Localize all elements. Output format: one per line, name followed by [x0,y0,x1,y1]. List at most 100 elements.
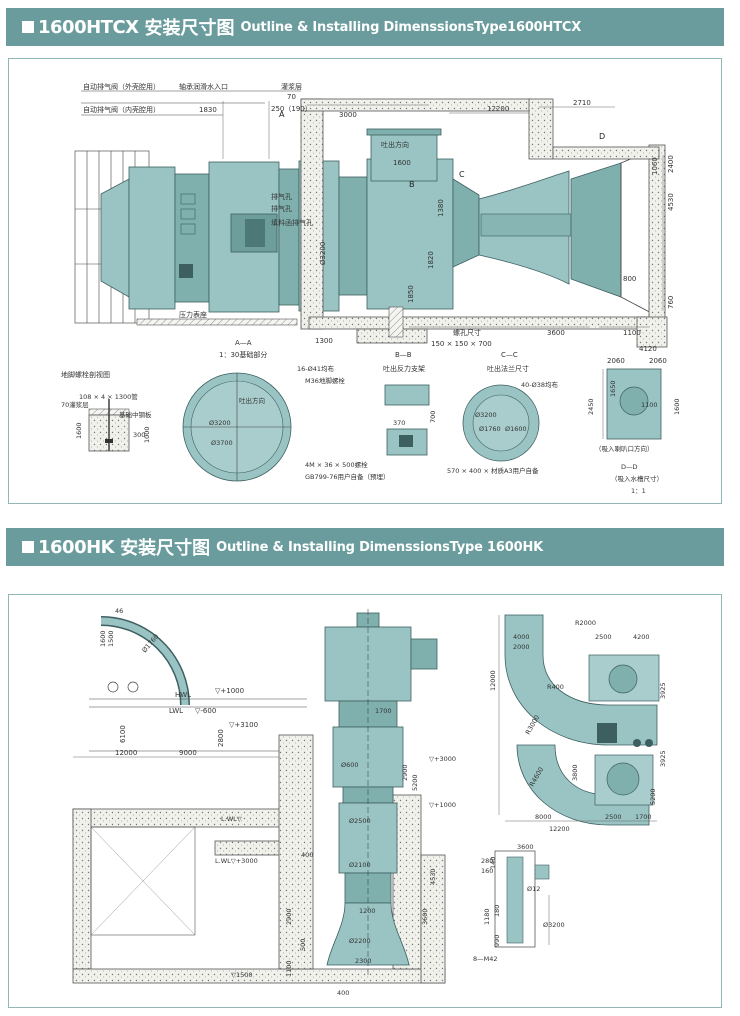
dim-2800: 2800 [217,729,225,747]
dim-r3000: R3000 [524,714,541,736]
flange-detail [494,850,550,948]
label-pipe: 108 × 4 × 1300管 [79,392,138,401]
dim-400b: 400 [337,989,349,997]
label-bolts4: 4M × 36 × 500螺栓 [305,460,368,469]
section-cc-view [462,384,540,462]
section-aa-title: A—A [235,339,252,347]
hk-drawing: 46 1600 1500 Ø1760 HWL LWL ▽-600 ▽+1000 … [72,607,667,997]
label-vent1: 排气孔 [271,192,292,201]
dim-1700: 1700 [375,707,392,715]
dim-70: 70 [287,93,296,101]
square-bullet-icon [22,21,34,33]
motor [100,161,300,313]
label-outlet-dir2: 吐出方向 [239,396,265,405]
label-inlet-dir: （吸入喇叭口方向） [595,444,654,453]
dim-12000v: 12000 [489,670,497,691]
label-ratio: 1：1 [631,487,646,495]
dim-2060a: 2060 [607,357,625,365]
dim-9000: 9000 [179,749,197,757]
dim-6100: 6100 [119,725,127,743]
label-seal-vent: 填料函排气孔 [271,218,313,227]
arc-detail [100,616,190,706]
dim-2500: Ø2500 [349,817,371,825]
dim-3925b: 3925 [659,750,667,767]
label-exhaust-outer: 自动排气阀（外壳腔用） [83,82,160,91]
dim-12200: 12200 [487,105,509,113]
foundation [136,98,668,348]
dim-1100: 1100 [285,960,293,977]
dim-3800: 3800 [571,764,579,781]
dim-1000: 1000 [143,426,151,443]
label-lube-inlet: 轴承润滑水入口 [179,82,228,91]
vertical-pump [324,609,438,975]
section1-drawing-panel: 自动排气阀（外壳腔用） 轴承润滑水入口 自动排气阀（内壳腔用） 1830 灌浆层… [8,58,722,504]
dim-1760: Ø1760 [479,425,501,433]
dim-4530: 4530 [667,193,675,211]
dim-2200: Ø2200 [349,937,371,945]
label-bolt-hole: 螺孔尺寸 [453,328,481,337]
label-gb799: GB799-76用户自备（预埋） [305,472,390,481]
dim-140: 140 [489,857,497,869]
dim-12000: 12000 [115,749,137,757]
dim-3200b: Ø3200 [209,419,231,427]
label-base-plate: 基础中钢板 [119,410,152,419]
dim-280: 280 [481,857,493,865]
section-d-mark: D [599,132,605,141]
dim-12: Ø12 [527,885,540,893]
dim-2300: 2300 [355,957,372,965]
dim-r400: R400 [547,683,564,691]
label-lwl2: L.WL▽ [221,815,242,823]
label-up3000: ▽+3000 [429,755,456,763]
dim-760: 760 [667,296,675,309]
dim-2400: 2400 [667,155,675,173]
dim-2000: 2000 [513,643,530,651]
dim-3600: 3600 [517,843,534,851]
dim-2500b: 2500 [595,633,612,641]
section-cc-note: 吐出法兰尺寸 [487,364,529,373]
label-holes40: 40-Ø38均布 [521,380,559,389]
dim-5200b: 5200 [649,788,657,805]
section-aa-view [182,372,292,482]
dim-3200: Ø3200 [319,242,327,265]
dim-3600: 3600 [547,329,565,337]
dim-3200c: Ø3200 [475,411,497,419]
dim-1850: 1850 [407,285,415,303]
label-outlet-dir: 吐出方向 [381,140,409,149]
section-dd-note: （吸入水槽尺寸） [611,474,663,483]
label-lwl3: L.WL▽+3000 [215,857,258,865]
anchor-detail [88,399,130,452]
coupling [230,213,278,253]
dim-r2000: R2000 [575,619,596,627]
dim-1060: 1060 [651,157,659,175]
label-pressure-gauge: 压力表座 [179,310,207,319]
section1-title-en: Outline & Installing DimenssionsType1600… [240,19,582,35]
section-cc-title: C—C [501,351,518,359]
dim-3000: 3000 [339,111,357,119]
dim-160: 160 [481,867,493,875]
dim-800: 800 [623,275,636,283]
dim-1830: 1830 [199,106,217,114]
section1-banner: 1600HTCX 安装尺寸图 Outline & Installing Dime… [6,8,724,46]
dim-1600d: 1600 [673,398,681,415]
dim-2100: Ø2100 [349,861,371,869]
dim-1600v: 1600 [75,422,83,439]
dim-5200a: 5200 [411,774,419,791]
dim-300: 300 [133,431,145,439]
section2-drawing-panel: 46 1600 1500 Ø1760 HWL LWL ▽-600 ▽+1000 … [8,594,722,1008]
label-anchor-view: 地脚螺栓剖视图 [61,370,110,379]
dim-2060b: 2060 [649,357,667,365]
square-bullet-icon [22,541,34,553]
section-dd-title: D—D [621,463,638,471]
dim-3200: Ø3200 [543,921,565,929]
dim-370: 370 [393,419,405,427]
dim-700: 700 [429,411,437,423]
elbow-plan [498,614,660,826]
section1-model: 1600HTCX [38,16,139,38]
dim-4200: 4200 [633,633,650,641]
dim-3700: Ø3700 [211,439,233,447]
section-b-mark: B [409,180,415,189]
label-lwl: LWL [169,707,183,715]
dim-1300: 1300 [315,337,333,345]
dim-2500c: 2500 [605,813,622,821]
dim-1820: 1820 [427,251,435,269]
